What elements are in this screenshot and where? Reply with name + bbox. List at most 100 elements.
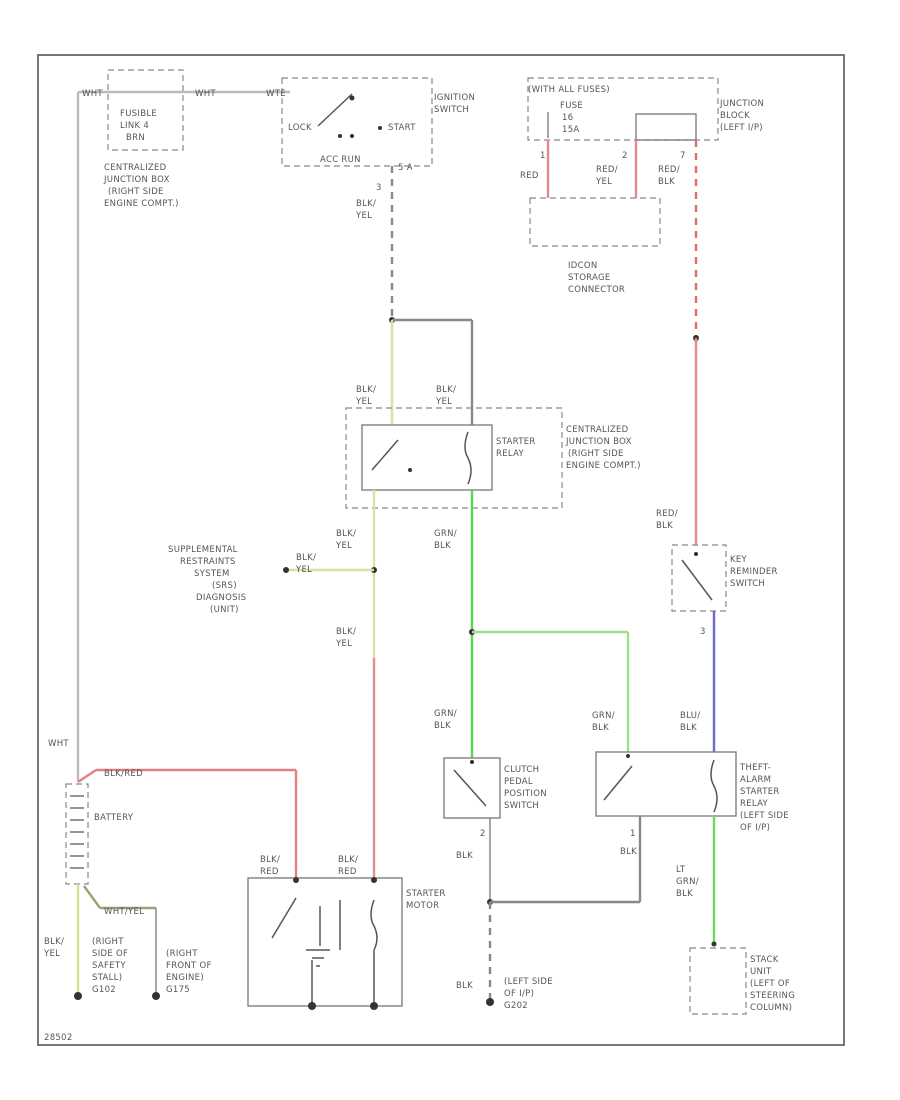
key-reminder-label: KEY REMINDER SWITCH <box>730 555 778 589</box>
svg-text:RED/: RED/ <box>658 165 680 175</box>
label-red-blk-2: RED/ BLK <box>656 509 678 531</box>
label-pin1b: 1 <box>630 829 636 839</box>
svg-text:ALARM: ALARM <box>740 775 771 785</box>
svg-text:LINK 4: LINK 4 <box>120 121 149 131</box>
svg-text:KEY: KEY <box>730 555 748 565</box>
svg-text:STARTER: STARTER <box>406 889 446 899</box>
clutch-switch-box <box>443 757 501 819</box>
svg-text:STACK: STACK <box>750 955 779 965</box>
svg-text:RED/: RED/ <box>596 165 618 175</box>
label-blk-3: BLK <box>456 981 473 991</box>
label-grn-blk-2: GRN/ BLK <box>434 709 457 731</box>
starter-motor-label: STARTER MOTOR <box>406 889 446 911</box>
svg-text:BLU/: BLU/ <box>680 711 700 721</box>
svg-text:GRN/: GRN/ <box>434 529 457 539</box>
wire-blk-red-battery-diag <box>77 769 97 783</box>
clutch-switch-label: CLUTCH PEDAL POSITION SWITCH <box>504 765 547 811</box>
fuse-label: FUSE 16 15A <box>560 101 583 135</box>
svg-text:POSITION: POSITION <box>504 789 547 799</box>
label-red-blk-1: RED/ BLK <box>658 165 680 187</box>
svg-text:BLK: BLK <box>656 521 673 531</box>
starter-terminal-b <box>293 877 299 883</box>
svg-text:YEL: YEL <box>295 565 312 575</box>
svg-text:REMINDER: REMINDER <box>730 567 778 577</box>
svg-text:STARTER: STARTER <box>496 437 536 447</box>
svg-text:BLK: BLK <box>676 889 693 899</box>
label-blk-red-2: BLK/ RED <box>338 855 358 877</box>
svg-text:MOTOR: MOTOR <box>406 901 439 911</box>
ignition-switch-box <box>281 77 433 167</box>
label-ign-acc-run: ACC RUN <box>320 155 361 165</box>
svg-text:STARTER: STARTER <box>740 787 780 797</box>
label-pin3: 3 <box>376 183 382 193</box>
svg-text:UNIT: UNIT <box>750 967 772 977</box>
svg-text:SAFETY: SAFETY <box>92 961 126 971</box>
diagram-border <box>37 54 845 1046</box>
svg-text:BLK/: BLK/ <box>356 199 376 209</box>
svg-text:OF I/P): OF I/P) <box>504 989 534 999</box>
cjb-mid-box <box>345 407 563 509</box>
label-wht-top-left: WHT <box>82 89 103 99</box>
svg-text:RELAY: RELAY <box>496 449 525 459</box>
label-blk-yel-1: BLK/ YEL <box>355 199 376 221</box>
svg-text:SWITCH: SWITCH <box>504 801 539 811</box>
starter-ground-2 <box>370 1002 378 1010</box>
label-pin2b: 2 <box>480 829 486 839</box>
cjb-top-label: CENTRALIZED JUNCTION BOX (RIGHT SIDE ENG… <box>103 163 179 209</box>
svg-text:ENGINE COMPT.): ENGINE COMPT.) <box>104 199 179 209</box>
svg-text:BLK/: BLK/ <box>336 529 356 539</box>
starter-relay-label: STARTER RELAY <box>496 437 536 459</box>
ground-right-front-label: (RIGHT FRONT OF ENGINE) G175 <box>166 949 212 995</box>
label-blk-yel-6: BLK/ YEL <box>43 937 64 959</box>
ground-left-ip-label: (LEFT SIDE OF I/P) G202 <box>504 977 553 1011</box>
svg-text:DIAGNOSIS: DIAGNOSIS <box>196 593 246 603</box>
svg-text:BRN: BRN <box>126 133 145 143</box>
battery-label: BATTERY <box>94 813 134 823</box>
svg-text:YEL: YEL <box>335 639 352 649</box>
svg-text:RESTRAINTS: RESTRAINTS <box>180 557 236 567</box>
svg-text:(LEFT SIDE: (LEFT SIDE <box>504 977 553 987</box>
svg-text:BLK/: BLK/ <box>44 937 64 947</box>
label-wht-yel: WHT/YEL <box>104 907 144 917</box>
clutch-dot <box>470 760 474 764</box>
starter-motor-armature <box>306 949 330 967</box>
stack-unit-box <box>689 947 747 1015</box>
label-wht-left: WHT <box>48 739 69 749</box>
starter-motor-solenoid <box>370 899 378 951</box>
svg-text:16: 16 <box>562 113 573 123</box>
svg-text:YEL: YEL <box>355 211 372 221</box>
ground-right-side-label: (RIGHT SIDE OF SAFETY STALL) G102 <box>92 937 128 995</box>
stack-unit-label: STACK UNIT (LEFT OF STEERING COLUMN) <box>750 955 795 1013</box>
svg-text:(RIGHT SIDE: (RIGHT SIDE <box>108 187 164 197</box>
svg-text:STORAGE: STORAGE <box>568 273 611 283</box>
svg-text:BLK/: BLK/ <box>296 553 316 563</box>
label-ign-start: START <box>388 123 416 133</box>
label-lt-grn-blk: LT GRN/ BLK <box>676 865 699 899</box>
ign-dot-3 <box>378 126 382 130</box>
svg-text:JUNCTION: JUNCTION <box>719 99 764 109</box>
label-blk-2: BLK <box>620 847 637 857</box>
svg-text:STALL): STALL) <box>92 973 122 983</box>
svg-text:FRONT OF: FRONT OF <box>166 961 212 971</box>
svg-text:ENGINE): ENGINE) <box>166 973 204 983</box>
svg-text:(LEFT OF: (LEFT OF <box>750 979 790 989</box>
svg-text:YEL: YEL <box>435 397 452 407</box>
starter-motor-box <box>247 877 403 1007</box>
ground-g202 <box>486 998 494 1006</box>
theft-relay-dot <box>626 754 630 758</box>
svg-text:ENGINE COMPT.): ENGINE COMPT.) <box>566 461 641 471</box>
svg-text:BLK/: BLK/ <box>356 385 376 395</box>
label-blk-red-bat: BLK/RED <box>104 769 143 779</box>
svg-text:OF I/P): OF I/P) <box>740 823 770 833</box>
wire-wht-yel-battery <box>83 885 101 909</box>
svg-text:BLK/: BLK/ <box>338 855 358 865</box>
label-blk-yel-srs: BLK/ YEL <box>295 553 316 575</box>
label-blk-yel-4: BLK/ YEL <box>335 529 356 551</box>
svg-text:RED/: RED/ <box>656 509 678 519</box>
svg-text:SYSTEM: SYSTEM <box>194 569 230 579</box>
starter-terminal-s <box>371 877 377 883</box>
label-red-1: RED <box>520 171 539 181</box>
svg-text:BLK: BLK <box>434 541 451 551</box>
label-fuse-header: (WITH ALL FUSES) <box>528 85 610 95</box>
